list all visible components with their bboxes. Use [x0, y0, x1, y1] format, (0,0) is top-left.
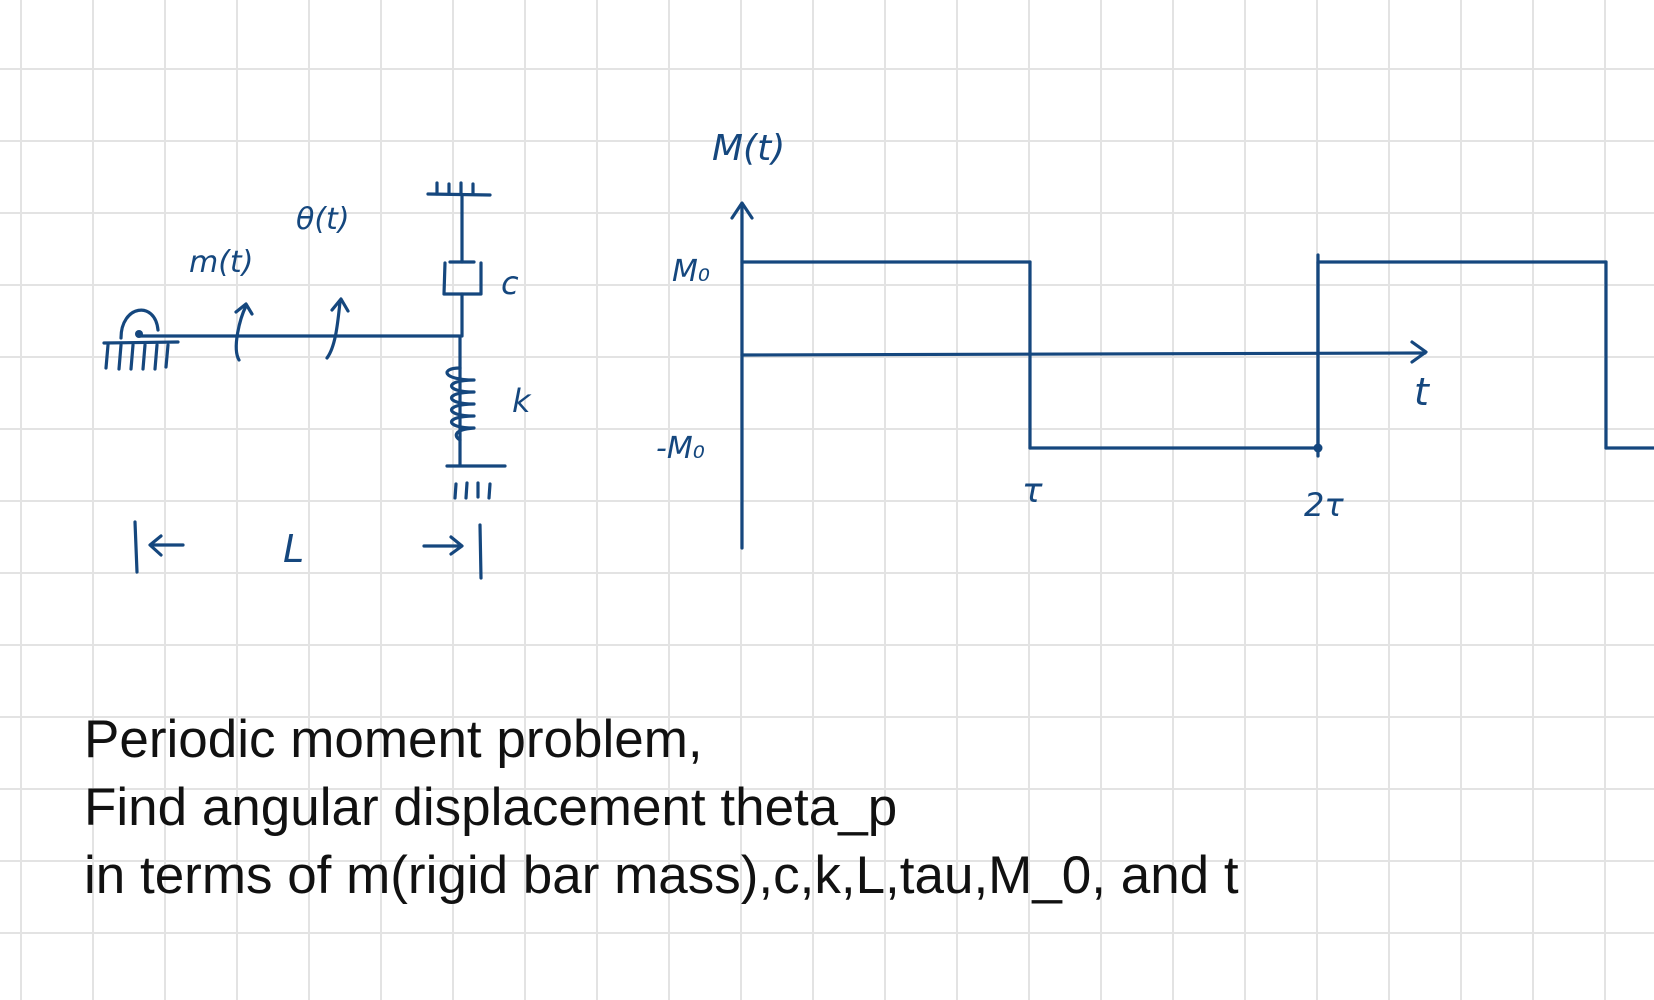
problem-statement: Periodic moment problem, Find angular di…	[84, 706, 1239, 910]
moment-arrow-m	[234, 302, 254, 362]
moment-time-plot: M(t) t M₀ -M₀ τ 2τ	[656, 128, 1654, 550]
damper	[426, 181, 492, 338]
period-tick-dot	[1313, 443, 1323, 453]
y-axis-arrowhead	[730, 201, 754, 220]
label-k: k	[512, 382, 532, 420]
negative-level-label: -M₀	[656, 431, 705, 466]
period-tick-label: τ	[1022, 471, 1043, 511]
positive-level-label: M₀	[672, 254, 710, 289]
y-axis-label: M(t)	[712, 128, 785, 169]
pin-support	[102, 308, 180, 371]
problem-line-2: Find angular displacement theta_p	[84, 778, 898, 837]
problem-line-1: Periodic moment problem,	[84, 710, 703, 769]
x-axis-arrowhead	[1410, 340, 1428, 364]
x-axis	[740, 351, 1427, 357]
label-L: L	[283, 527, 304, 571]
rotation-arrow-theta	[325, 297, 350, 360]
problem-line-3: in terms of m(rigid bar mass),c,k,L,tau,…	[84, 846, 1239, 905]
mechanical-system-diagram: m(t) θ(t) c k L	[102, 181, 532, 580]
square-wave	[740, 260, 1654, 453]
length-dimension	[133, 520, 483, 580]
label-theta-t: θ(t)	[296, 202, 350, 237]
label-m-t: m(t)	[189, 245, 253, 280]
label-c: c	[501, 264, 519, 302]
spring	[445, 334, 507, 500]
x-axis-label: t	[1414, 370, 1431, 414]
double-period-tick-label: 2τ	[1304, 486, 1344, 524]
